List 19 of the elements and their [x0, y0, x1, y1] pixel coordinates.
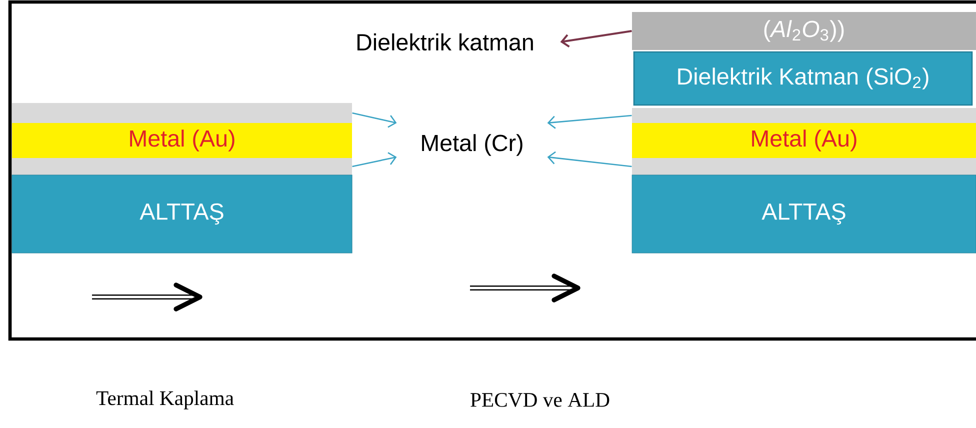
dielectric-layer: Dielektrik Katman (SiO$_{2}$) [633, 51, 973, 106]
layer-label: Metal (Cr) [422, 134, 522, 156]
layer-bar [12, 158, 352, 175]
layer-bar [632, 108, 976, 123]
arrow [352, 152, 397, 168]
substrate-block: ALTTAŞ [632, 174, 976, 254]
substrate-block: ALTTAŞ [12, 174, 352, 254]
caption-text: PECVD ve ALD [470, 393, 610, 407]
arrow [352, 112, 397, 128]
oxide-layer: (Al$_{2}$O$_{3}$)) [632, 12, 976, 50]
layer-label: Dielektrik katman [357, 33, 533, 51]
layer-bar [12, 103, 352, 123]
arrow [547, 114, 632, 129]
caption-text: Termal Kaplama [96, 390, 234, 410]
layer-bar [632, 158, 976, 175]
metal-layer: Metal (Au) [12, 123, 352, 158]
arrow [547, 151, 632, 168]
arrow [560, 30, 632, 48]
metal-layer: Metal (Au) [632, 123, 976, 158]
